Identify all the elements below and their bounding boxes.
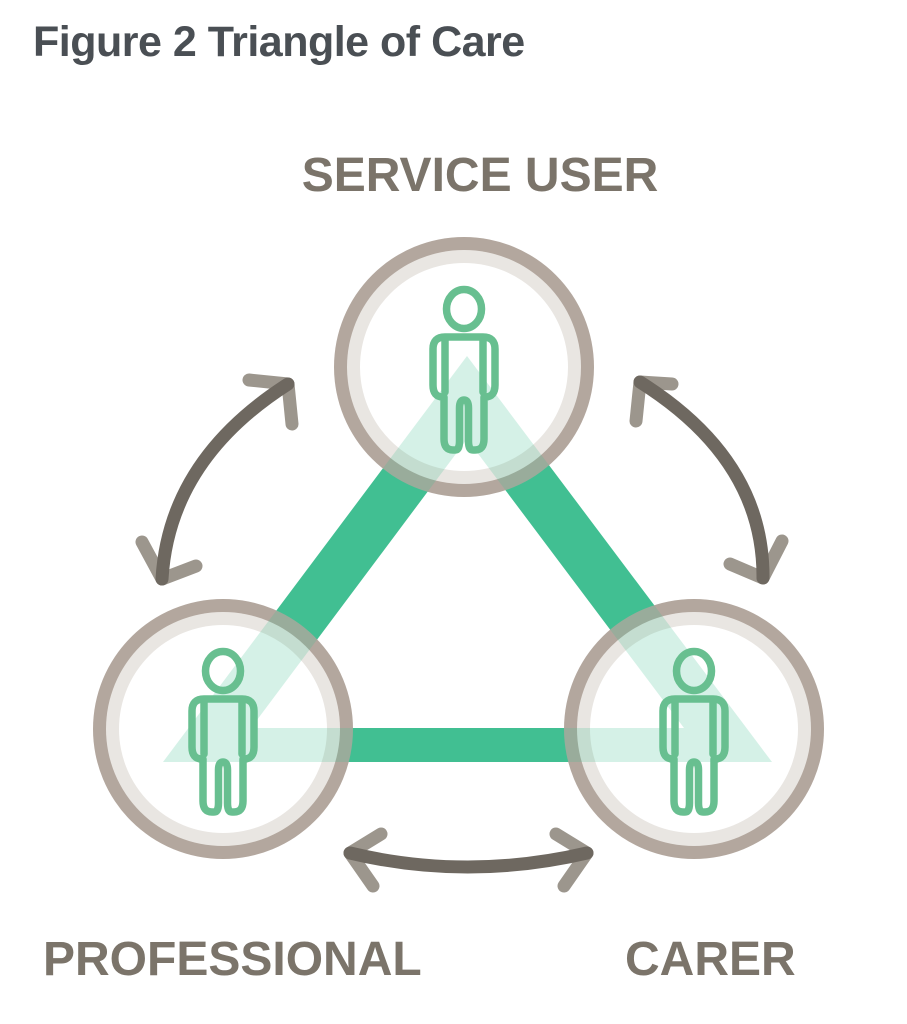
arrow-professional-service-user xyxy=(135,373,299,586)
arrow-arc xyxy=(155,377,295,586)
arrow-professional-carer xyxy=(343,827,594,893)
node-ring-core xyxy=(119,625,327,833)
node-circle-professional xyxy=(93,599,353,859)
node-label-professional: PROFESSIONAL xyxy=(43,933,422,986)
figure-title: Figure 2 Triangle of Care xyxy=(33,18,525,66)
arrow-arc xyxy=(633,375,770,585)
arrow-service-user-carer xyxy=(629,375,789,585)
node-ring-core xyxy=(590,625,798,833)
arrow-arc xyxy=(343,846,594,874)
node-ring-core xyxy=(360,263,568,471)
node-circle-carer xyxy=(564,599,824,859)
node-circle-service-user xyxy=(334,237,594,497)
node-label-service-user: SERVICE USER xyxy=(301,149,659,202)
node-label-carer: CARER xyxy=(625,933,796,986)
